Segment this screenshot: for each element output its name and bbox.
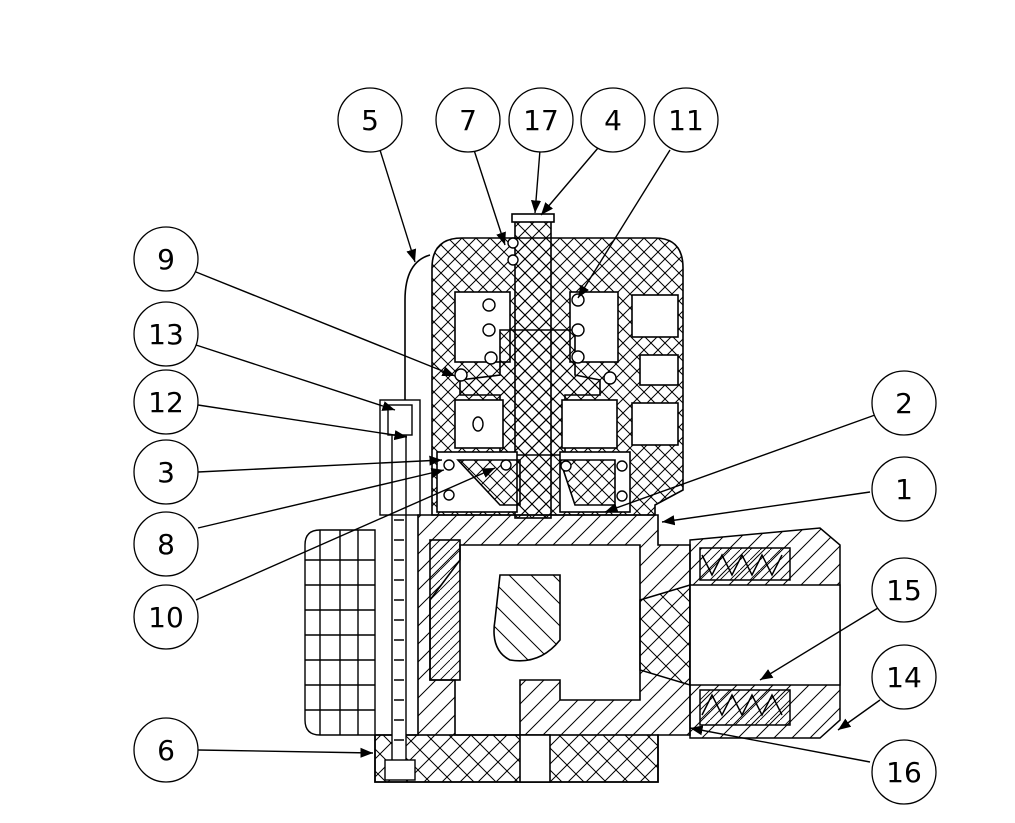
balloon-2: 2	[871, 370, 937, 436]
balloon-14: 14	[871, 644, 937, 710]
balloon-12: 12	[133, 369, 199, 435]
actuator-housing	[431, 213, 684, 519]
balloon-4: 4	[580, 87, 646, 153]
svg-text:3: 3	[157, 456, 175, 489]
svg-text:14: 14	[886, 661, 922, 694]
svg-text:2: 2	[895, 387, 913, 420]
svg-text:10: 10	[148, 601, 184, 634]
svg-text:13: 13	[148, 318, 184, 351]
balloons: 5 7 17 4 11 9 13 12 3 8 10 6 2 1 15 14 1…	[133, 87, 937, 805]
balloon-15: 15	[871, 557, 937, 623]
balloon-10: 10	[133, 584, 199, 650]
svg-text:4: 4	[604, 104, 622, 137]
svg-text:12: 12	[148, 386, 184, 419]
balloon-3: 3	[133, 439, 199, 505]
valve-body	[374, 514, 691, 783]
svg-text:11: 11	[668, 104, 704, 137]
balloon-13: 13	[133, 301, 199, 367]
balloon-5: 5	[337, 87, 403, 153]
balloon-7: 7	[435, 87, 501, 153]
balloon-16: 16	[871, 739, 937, 805]
balloon-17: 17	[508, 87, 574, 153]
svg-text:16: 16	[886, 756, 922, 789]
svg-text:5: 5	[361, 104, 379, 137]
svg-text:8: 8	[157, 528, 175, 561]
balloon-1: 1	[871, 456, 937, 522]
balloon-6: 6	[133, 717, 199, 783]
svg-text:6: 6	[157, 734, 175, 767]
knurled-knob	[304, 529, 376, 736]
compression-fitting	[639, 527, 841, 739]
svg-text:1: 1	[895, 473, 913, 506]
o-rings	[443, 237, 628, 502]
balloon-9: 9	[133, 226, 199, 292]
balloon-11: 11	[653, 87, 719, 153]
svg-text:9: 9	[157, 243, 175, 276]
leader-lines	[195, 147, 881, 763]
svg-text:15: 15	[886, 574, 922, 607]
balloon-8: 8	[133, 511, 199, 577]
bracket-tube	[404, 254, 431, 400]
bolt	[379, 399, 421, 781]
svg-text:7: 7	[459, 104, 477, 137]
svg-text:17: 17	[523, 104, 559, 137]
